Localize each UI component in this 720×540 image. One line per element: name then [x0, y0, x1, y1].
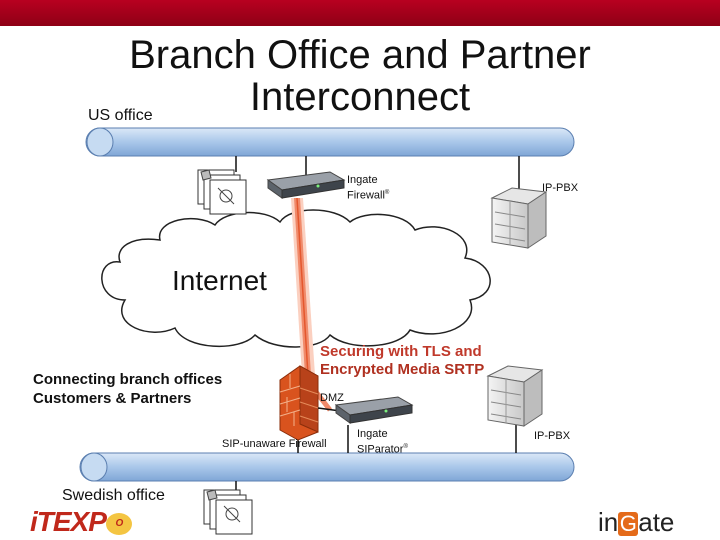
us-office-network-bus [85, 127, 575, 157]
ingate-siparator-label-line1: Ingate [357, 428, 388, 440]
ip-pbx-top-device [490, 187, 548, 249]
ingate-firewall-device [266, 171, 346, 199]
ingate-logo: inGate [598, 507, 674, 538]
itexpo-logo-o: O [105, 512, 132, 535]
ingate-firewall-label: Ingate Firewall® [347, 174, 389, 203]
securing-line-1: Securing with TLS and [320, 343, 482, 360]
connecting-line-2: Customers & Partners [33, 390, 192, 407]
ingate-siparator-device [334, 396, 414, 424]
secure-tls-srtp-link [291, 197, 332, 412]
ingate-logo-prefix: in [598, 507, 619, 537]
connecting-offices-text: Connecting branch offices Customers & Pa… [33, 370, 222, 408]
connecting-line-1: Connecting branch offices [33, 371, 223, 388]
us-office-label: US office [88, 107, 153, 124]
swedish-office-network-bus [79, 452, 575, 482]
registered-mark-2: ® [403, 444, 408, 450]
ingate-firewall-label-line2: Firewall [347, 189, 385, 202]
dmz-label: DMZ [320, 392, 344, 404]
internet-cloud [101, 209, 491, 348]
ingate-logo-suffix: ate [638, 507, 675, 537]
ip-pbx-bottom-device [486, 365, 544, 427]
securing-text: Securing with TLS and Encrypted Media SR… [320, 343, 484, 379]
securing-line-2: Encrypted Media SRTP [320, 361, 485, 378]
ip-pbx-top-label: IP-PBX [542, 182, 579, 194]
ingate-siparator-label-line2: SIParator [357, 443, 404, 456]
registered-mark: ® [384, 190, 390, 196]
internet-label: Internet [172, 265, 267, 296]
swedish-office-workstations [203, 489, 253, 535]
swedish-office-label: Swedish office [62, 487, 165, 504]
ingate-siparator-label: Ingate SIParator® [357, 428, 408, 457]
header-bar [0, 0, 720, 26]
sip-unaware-firewall-icon [279, 365, 319, 441]
us-office-workstations [197, 169, 247, 215]
ip-pbx-bottom-label: IP-PBX [534, 430, 571, 442]
ingate-logo-g: G [618, 511, 639, 536]
itexpo-logo-text: iTEXP [30, 506, 107, 537]
sip-unaware-firewall-label: SIP-unaware Firewall [222, 438, 327, 450]
ingate-firewall-label-line1: Ingate [347, 174, 378, 186]
page-title: Branch Office and Partner Interconnect [129, 33, 591, 119]
